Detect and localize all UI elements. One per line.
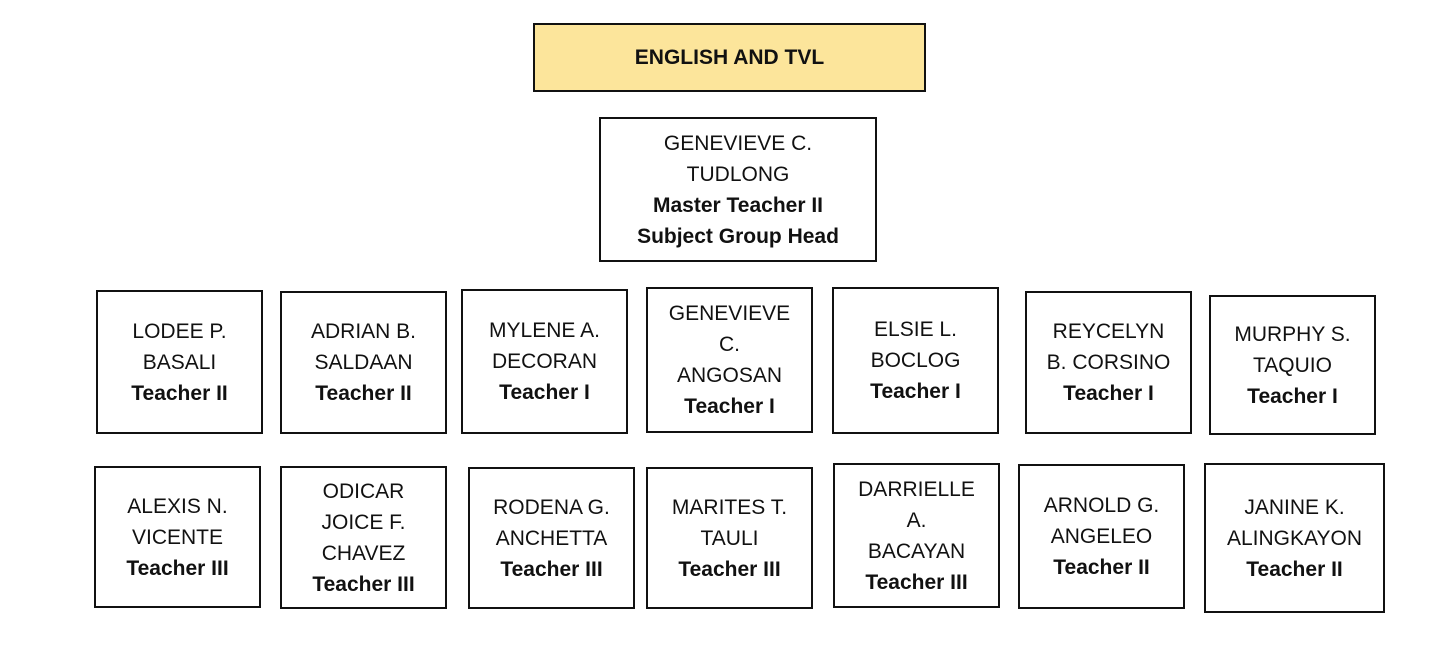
member-role: Teacher III <box>678 557 781 581</box>
member-role: Teacher I <box>870 380 961 403</box>
member-role: Teacher II <box>315 382 412 405</box>
member-box: GENEVIEVE C. ANGOSAN Teacher I <box>646 287 813 433</box>
member-role: Teacher I <box>684 395 775 418</box>
member-box: ODICAR JOICE F. CHAVEZ Teacher III <box>280 466 447 609</box>
member-name-line: A. <box>906 508 927 532</box>
head-name-line: GENEVIEVE C. <box>663 131 813 155</box>
member-name-line: ODICAR <box>322 479 405 503</box>
member-role: Teacher III <box>865 570 968 594</box>
member-name-line: ARNOLD G. <box>1043 494 1160 517</box>
member-name-line: RODENA G. <box>493 495 610 519</box>
group-title-box: ENGLISH AND TVL <box>533 23 926 92</box>
member-name-line: BACAYAN <box>867 539 966 563</box>
group-title: ENGLISH AND TVL <box>634 45 825 69</box>
member-name-line: ALINGKAYON <box>1227 526 1362 550</box>
member-box: MYLENE A. DECORAN Teacher I <box>461 289 628 434</box>
member-name-line: REYCELYN <box>1052 320 1165 343</box>
member-role: Teacher I <box>499 381 590 404</box>
member-name-line: MURPHY S. <box>1234 322 1351 346</box>
member-box: JANINE K. ALINGKAYON Teacher II <box>1204 463 1385 613</box>
head-box: GENEVIEVE C. TUDLONG Master Teacher II S… <box>599 117 877 262</box>
member-box: MARITES T. TAULI Teacher III <box>646 467 813 609</box>
member-box: ELSIE L. BOCLOG Teacher I <box>832 287 999 434</box>
member-box: LODEE P. BASALI Teacher II <box>96 290 263 434</box>
member-name-line: ANGOSAN <box>676 364 783 387</box>
member-name-line: ELSIE L. <box>874 318 957 341</box>
member-name-line: MARITES T. <box>671 495 788 519</box>
member-name-line: ALEXIS N. <box>127 494 228 518</box>
member-role: Teacher III <box>126 556 229 580</box>
member-name-line: JOICE F. <box>321 510 406 534</box>
member-name-line: BASALI <box>142 350 217 374</box>
member-role: Teacher II <box>1246 557 1343 581</box>
member-name-line: GENEVIEVE <box>668 302 791 325</box>
member-role: Teacher I <box>1247 384 1338 408</box>
member-role: Teacher II <box>1053 556 1150 579</box>
member-name-line: ADRIAN B. <box>310 320 417 343</box>
member-name-line: ANGELEO <box>1050 525 1153 548</box>
member-name-line: C. <box>719 333 740 356</box>
member-role: Teacher III <box>500 557 603 581</box>
head-name-line: TUDLONG <box>686 162 790 186</box>
member-box: RODENA G. ANCHETTA Teacher III <box>468 467 635 609</box>
member-name-line: SALDAAN <box>314 351 413 374</box>
member-role: Teacher I <box>1063 382 1154 405</box>
member-box: MURPHY S. TAQUIO Teacher I <box>1209 295 1376 435</box>
member-name-line: VICENTE <box>131 525 223 549</box>
head-role-line: Subject Group Head <box>637 224 839 248</box>
member-name-line: BOCLOG <box>870 349 961 372</box>
member-name-line: TAQUIO <box>1253 353 1332 377</box>
member-box: DARRIELLE A. BACAYAN Teacher III <box>833 463 1000 608</box>
member-name-line: MYLENE A. <box>489 319 600 342</box>
member-name-line: B. CORSINO <box>1046 351 1171 374</box>
member-role: Teacher II <box>131 381 228 405</box>
head-role-line: Master Teacher II <box>652 193 824 217</box>
member-name-line: DARRIELLE <box>858 477 975 501</box>
member-name-line: LODEE P. <box>132 319 227 343</box>
member-name-line: TAULI <box>700 526 759 550</box>
member-box: ARNOLD G. ANGELEO Teacher II <box>1018 464 1185 609</box>
member-name-line: DECORAN <box>491 350 597 373</box>
member-name-line: CHAVEZ <box>321 541 406 565</box>
member-name-line: ANCHETTA <box>495 526 608 550</box>
member-box: REYCELYN B. CORSINO Teacher I <box>1025 291 1192 434</box>
member-name-line: JANINE K. <box>1244 495 1345 519</box>
member-box: ALEXIS N. VICENTE Teacher III <box>94 466 261 608</box>
member-role: Teacher III <box>312 572 415 596</box>
member-box: ADRIAN B. SALDAAN Teacher II <box>280 291 447 434</box>
